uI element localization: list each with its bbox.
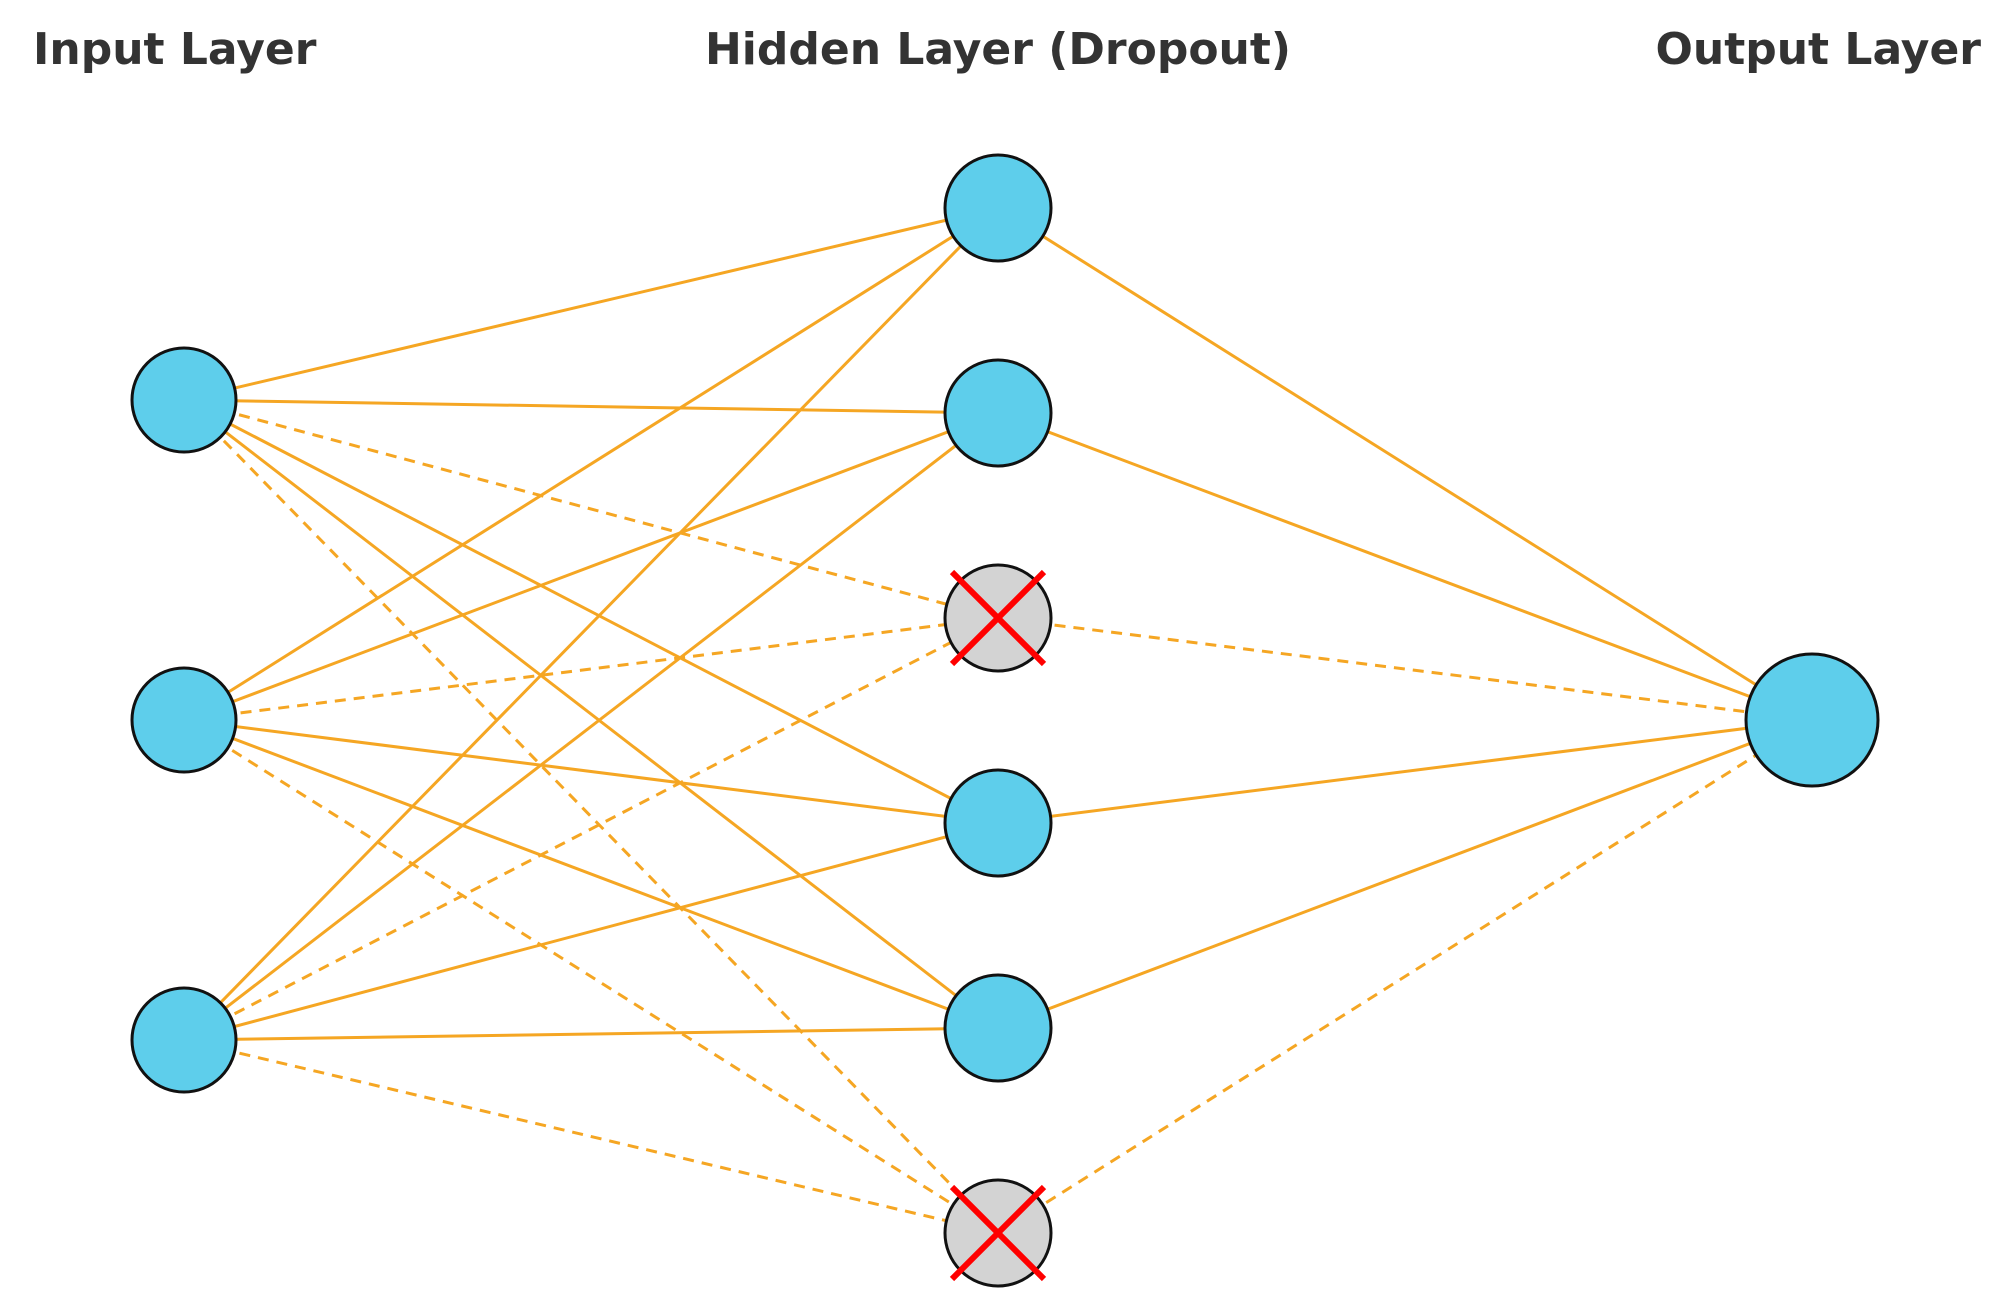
dropout-x-stroke [949, 569, 1047, 667]
dropout-x-stroke [949, 1184, 1047, 1282]
connection-input-3-to-hidden-6 [183, 1038, 999, 1235]
hidden-neuron-1 [943, 153, 1053, 263]
input-neuron-1 [130, 346, 238, 454]
connection-hidden-1-to-output [997, 206, 1813, 722]
connection-input-1-to-hidden-5 [183, 398, 999, 1030]
neurons [130, 153, 1880, 1288]
connection-input-2-to-hidden-3 [183, 616, 999, 722]
dropout-x-icon [949, 569, 1047, 667]
connection-input-3-to-hidden-1 [182, 206, 1000, 1042]
output-neuron [1744, 652, 1880, 788]
connection-input-3-to-hidden-3 [183, 616, 999, 1042]
connection-hidden-3-to-output [997, 616, 1813, 722]
dropout-x-icon [949, 1184, 1047, 1282]
input-neuron-2 [130, 666, 238, 774]
input-layer-title: Input Layer [33, 24, 317, 75]
connection-input-3-to-hidden-4 [183, 821, 999, 1042]
connection-input-1-to-hidden-3 [183, 398, 999, 620]
connection-input-1-to-hidden-4 [183, 398, 999, 825]
connection-input-2-to-hidden-6 [183, 718, 999, 1235]
connection-input-1-to-hidden-6 [182, 398, 1000, 1235]
connections [182, 206, 1813, 1235]
connection-hidden-6-to-output [997, 718, 1813, 1235]
connection-input-3-to-hidden-2 [183, 411, 999, 1042]
hidden-neuron-5 [943, 973, 1053, 1083]
input-neuron-3 [130, 986, 238, 1094]
connection-input-1-to-hidden-2 [183, 398, 999, 415]
connection-input-1-to-hidden-1 [183, 206, 999, 402]
connection-input-2-to-hidden-2 [183, 411, 999, 722]
connection-input-2-to-hidden-5 [183, 718, 999, 1030]
hidden-neuron-4 [943, 768, 1053, 878]
layer-titles: Input Layer Hidden Layer (Dropout) Outpu… [33, 24, 1981, 75]
hidden-neuron-2 [943, 358, 1053, 468]
connection-hidden-2-to-output [997, 411, 1813, 722]
connection-hidden-5-to-output [997, 718, 1813, 1030]
connection-hidden-4-to-output [997, 718, 1813, 825]
connection-input-3-to-hidden-5 [183, 1026, 999, 1042]
hidden-layer-title: Hidden Layer (Dropout) [705, 24, 1291, 75]
connection-input-2-to-hidden-1 [183, 206, 999, 722]
output-layer-title: Output Layer [1655, 24, 1981, 75]
connection-input-2-to-hidden-4 [183, 718, 999, 825]
